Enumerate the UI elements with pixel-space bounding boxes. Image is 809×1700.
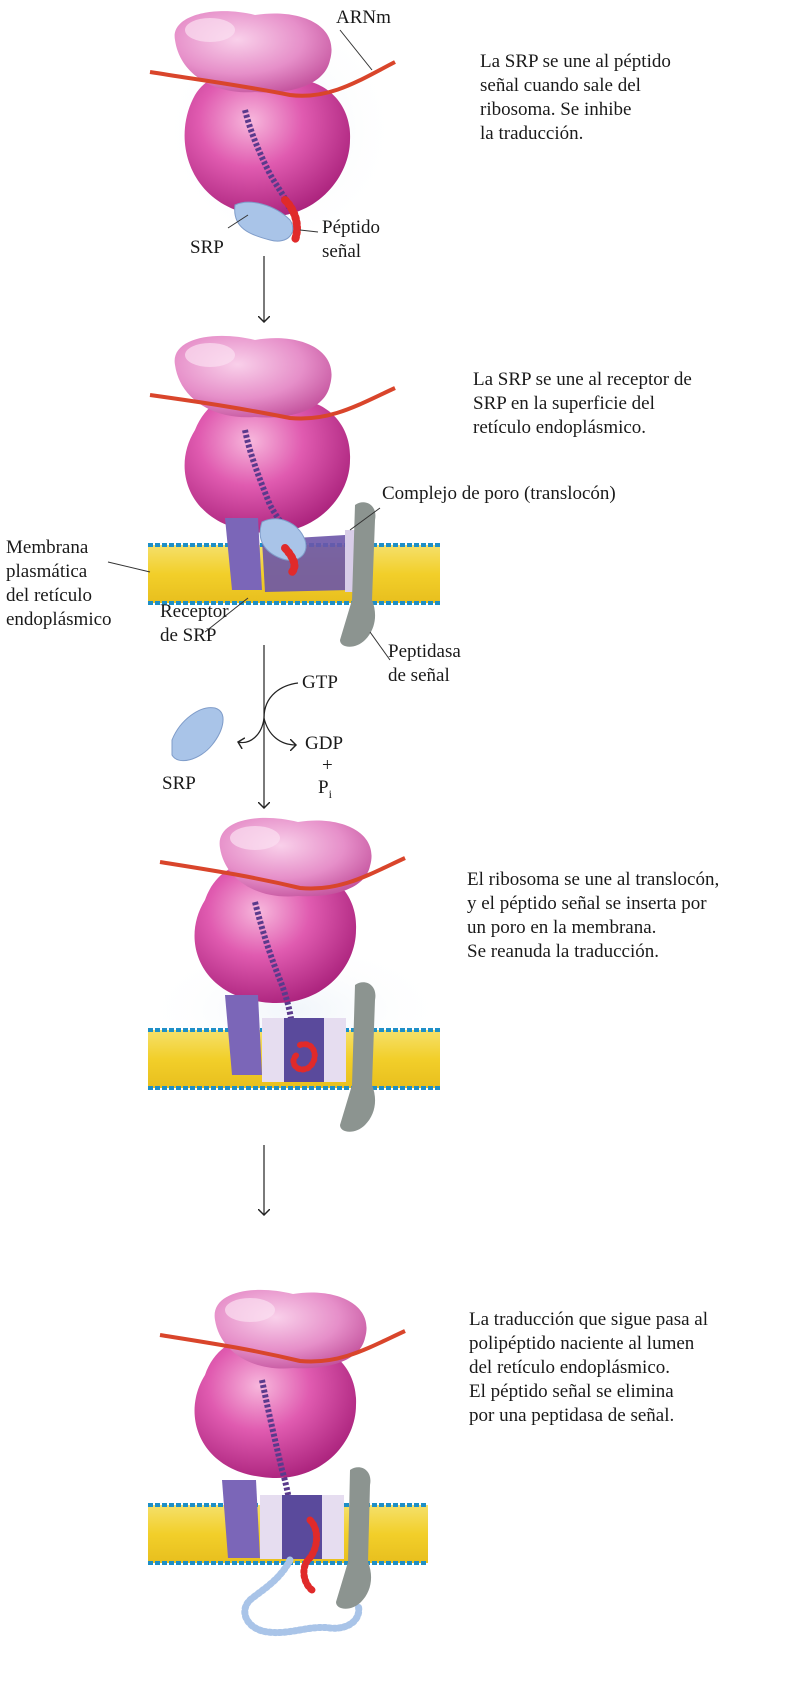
release-to-srp (238, 718, 264, 743)
panel2-ribosome (175, 336, 350, 533)
label-pi: Pi (318, 776, 332, 806)
label-gdp: GDP (305, 732, 343, 756)
release-to-gdp (264, 718, 296, 745)
label-srp-receptor: Receptor de SRP (160, 600, 229, 648)
label-plus: + (322, 754, 333, 778)
label-mrna: ARNm (336, 6, 391, 30)
label-membrane: Membrana plasmática del retículo endoplá… (6, 536, 112, 632)
panel3-description: El ribosoma se une al translocón, y el p… (467, 868, 719, 964)
panel2-description: La SRP se une al receptor de SRP en la s… (473, 368, 692, 440)
label-signal-peptide: Péptido señal (322, 216, 402, 264)
label-gtp: GTP (302, 671, 338, 695)
panel4-description: La traducción que sigue pasa al polipépt… (469, 1308, 708, 1428)
panel4-ribosome (195, 1290, 367, 1478)
label-translocon: Complejo de poro (translocón) (382, 482, 616, 506)
label-peptidase: Peptidasa de señal (388, 640, 461, 688)
panel1-description: La SRP se une al péptido señal cuando sa… (480, 50, 671, 146)
srp-receptor-shape (222, 1480, 260, 1558)
label-srp-panel1: SRP (190, 236, 224, 260)
release-curve (264, 683, 298, 718)
released-srp-icon (172, 708, 223, 761)
label-srp-released: SRP (162, 772, 196, 796)
